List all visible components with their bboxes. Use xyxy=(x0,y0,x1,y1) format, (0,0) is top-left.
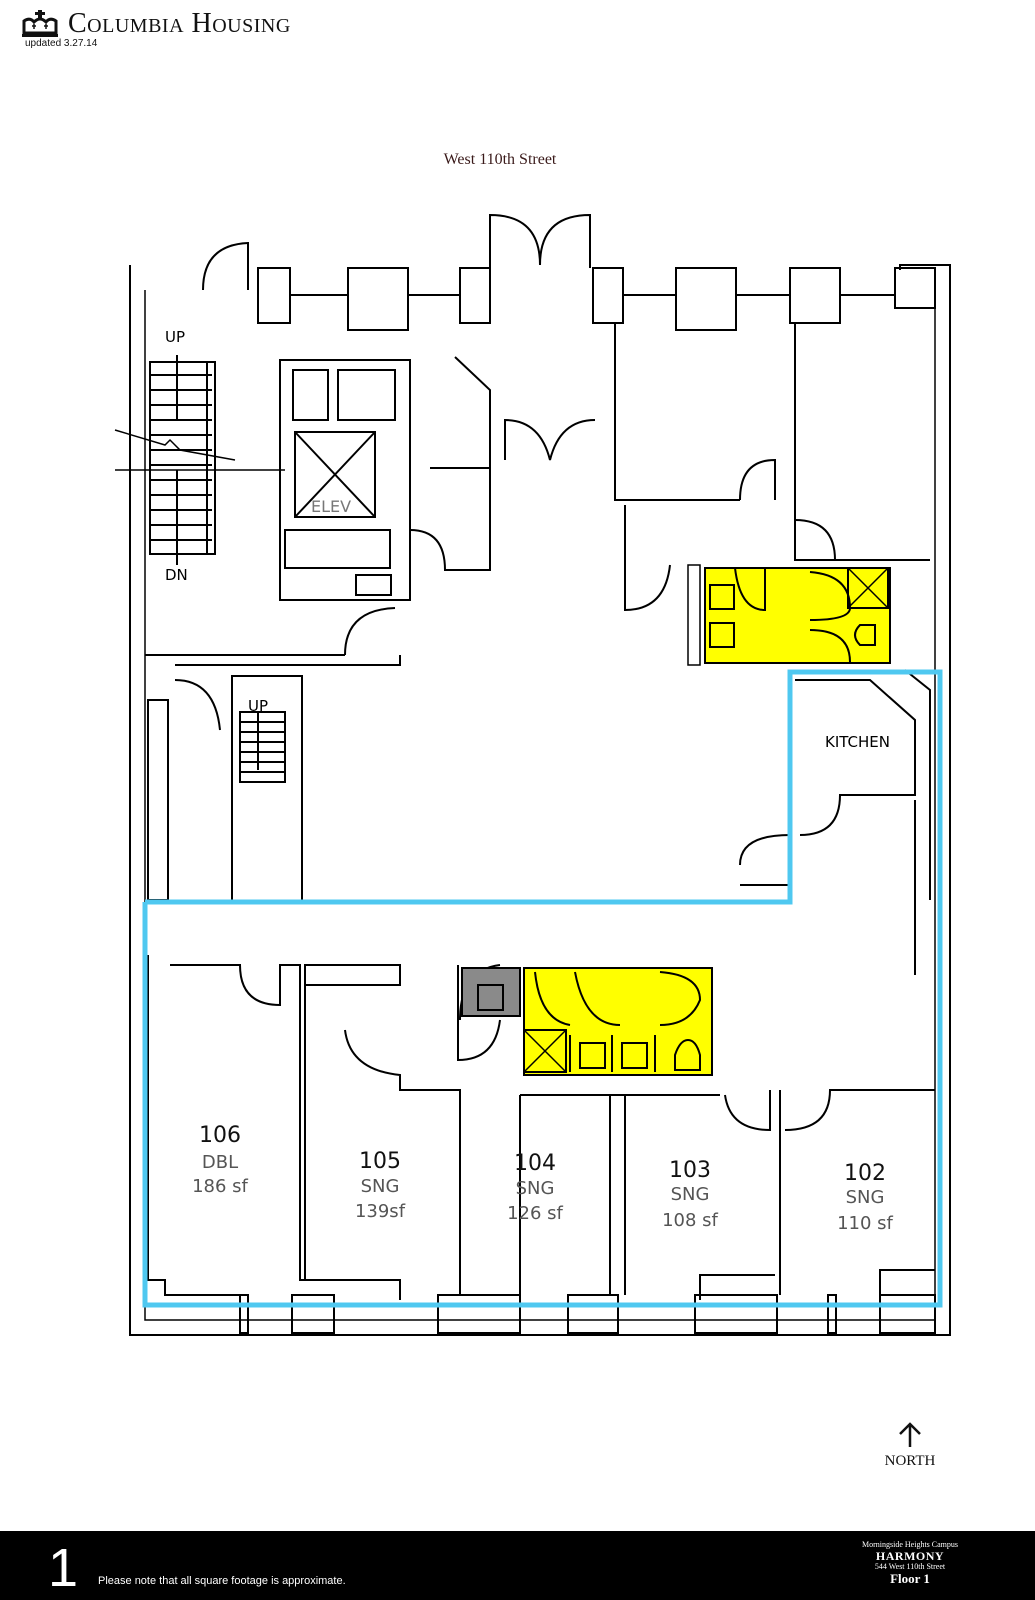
room-103-area: 108 sf xyxy=(662,1210,718,1231)
bathroom-upper xyxy=(687,564,891,666)
floor-plan: UP DN UP ELEV KITCHEN 106 105 104 103 10… xyxy=(114,213,951,1336)
elevator-label: ELEV xyxy=(311,497,351,516)
stair2-up-label: UP xyxy=(248,697,268,715)
room-102-area: 110 sf xyxy=(837,1213,893,1234)
room-105-area: 139sf xyxy=(355,1201,406,1222)
room-103-type: SNG xyxy=(671,1184,710,1205)
north-arrow-icon xyxy=(899,1422,921,1447)
room-104-number: 104 xyxy=(514,1151,556,1176)
room-106-type: DBL xyxy=(202,1152,238,1173)
bathroom-lower xyxy=(461,967,713,1076)
campus-name: Morningside Heights Campus xyxy=(862,1540,958,1549)
room-106-number: 106 xyxy=(199,1123,241,1148)
room-102-number: 102 xyxy=(844,1161,886,1186)
header: Columbia Housing updated 3.27.14 xyxy=(20,8,291,49)
crown-icon xyxy=(22,10,58,37)
footer: 1 Please note that all square footage is… xyxy=(0,1531,1035,1600)
stair-down-label: DN xyxy=(165,566,188,584)
floor-number: 1 xyxy=(48,1538,79,1598)
north-indicator: NORTH xyxy=(880,1420,940,1470)
footage-note: Please note that all square footage is a… xyxy=(98,1575,346,1587)
room-106-area: 186 sf xyxy=(192,1176,248,1197)
room-102-type: SNG xyxy=(846,1187,885,1208)
street-label: West 110th Street xyxy=(443,151,557,168)
room-105-number: 105 xyxy=(359,1149,401,1174)
brand: Columbia Housing xyxy=(20,8,291,40)
building-address: 544 West 110th Street xyxy=(874,1561,946,1571)
room-103-number: 103 xyxy=(669,1158,711,1183)
building-name: HARMONY xyxy=(875,1548,945,1563)
room-104-area: 126 sf xyxy=(507,1203,563,1224)
room-105-type: SNG xyxy=(361,1176,400,1197)
brand-name: Columbia Housing xyxy=(68,8,291,39)
room-104-type: SNG xyxy=(516,1178,555,1199)
floor-label: Floor 1 xyxy=(890,1570,930,1586)
building-info: Morningside Heights Campus HARMONY 544 W… xyxy=(835,1540,985,1586)
updated-date: updated 3.27.14 xyxy=(25,38,98,49)
kitchen-label: KITCHEN xyxy=(825,733,890,751)
north-label: NORTH xyxy=(884,1453,936,1469)
stair-up-label: UP xyxy=(165,328,185,346)
suite-outline xyxy=(142,669,943,1308)
